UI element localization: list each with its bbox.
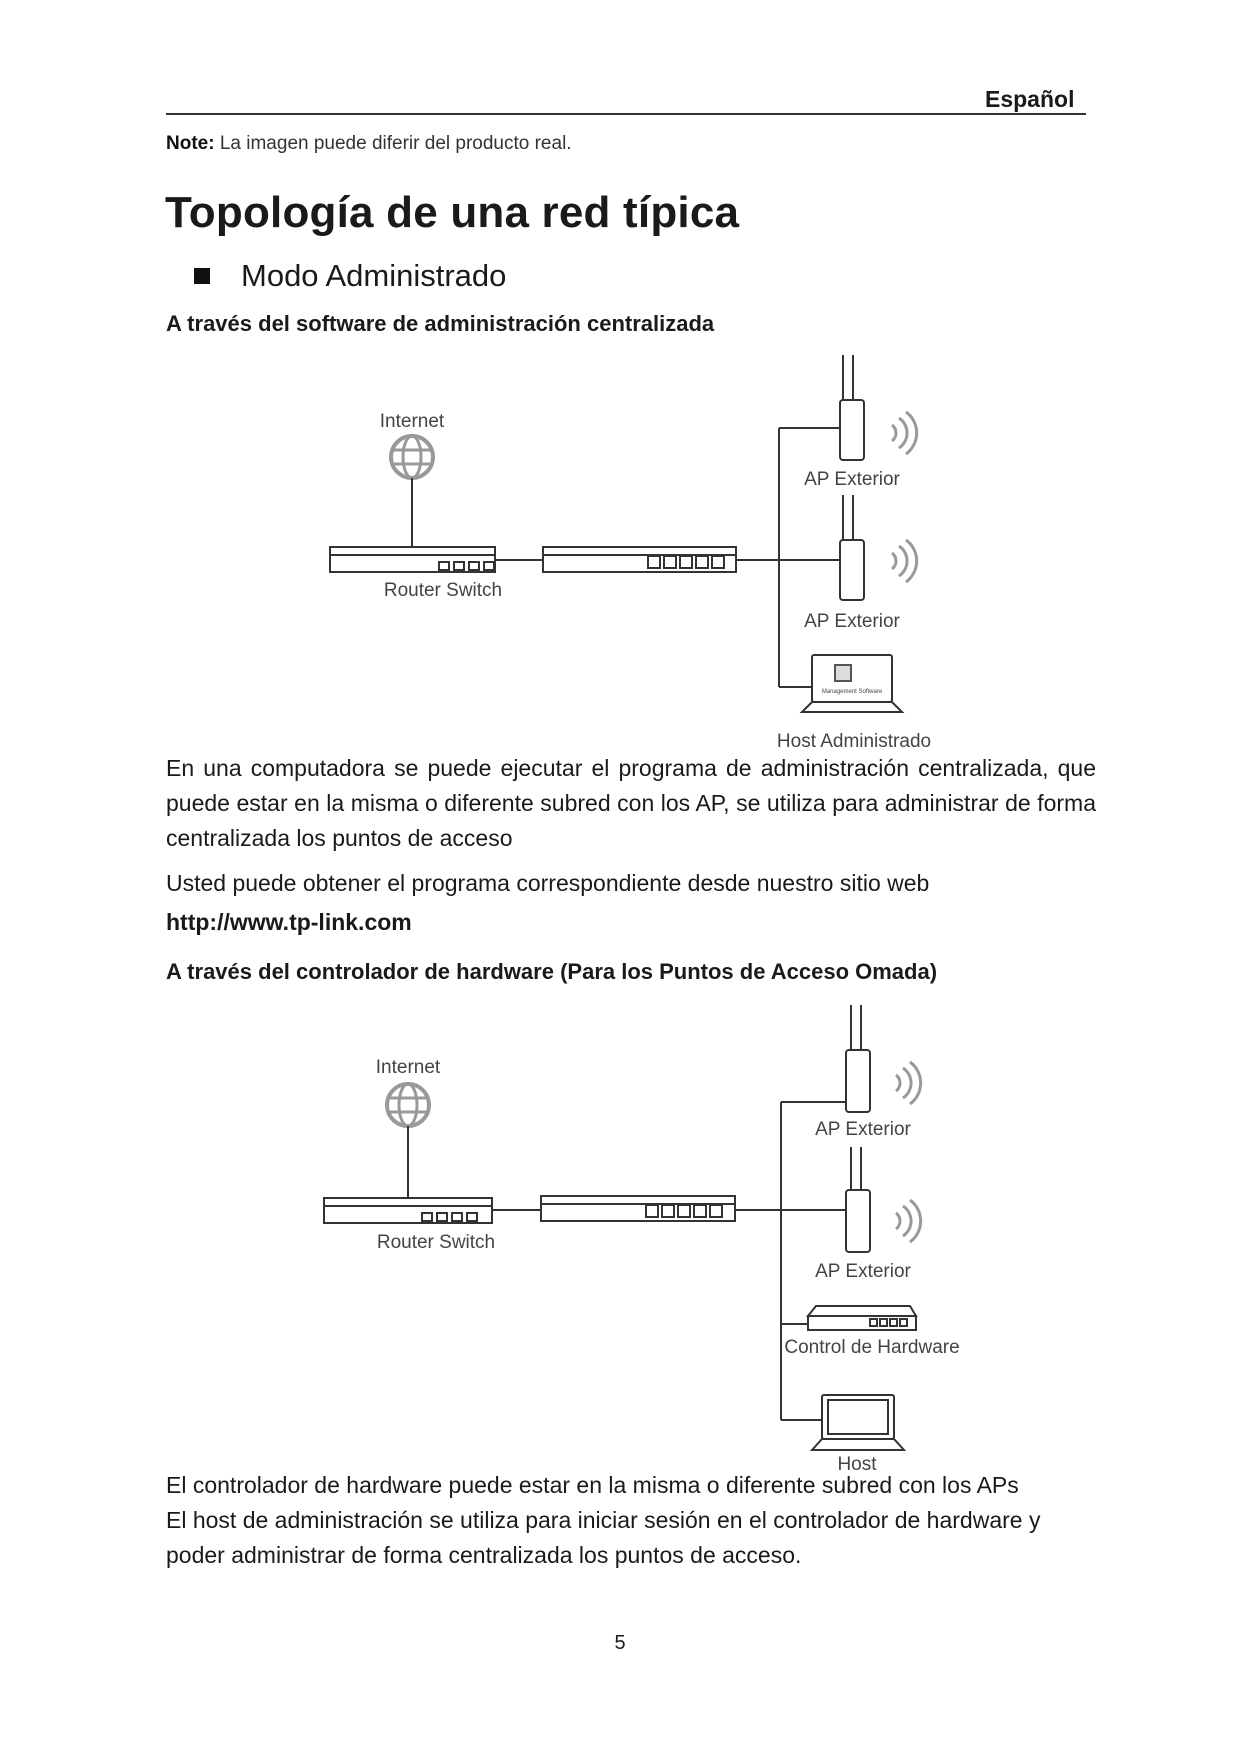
note-text: La imagen puede diferir del producto rea… [219, 133, 572, 154]
topology-diagram-hardware: Internet Router Switch AP Exterior AP Ex… [323, 1005, 960, 1475]
wifi-signal-icon [894, 1060, 923, 1106]
section1-paragraph: En una computadora se puede ejecutar el … [166, 755, 1096, 851]
outdoor-ap-icon [845, 1005, 871, 1113]
internet-globe-icon [385, 1082, 431, 1128]
bullet-square-icon [194, 268, 210, 284]
ap-exterior-label: AP Exterior [815, 1119, 911, 1140]
router-switch-label: Router Switch [377, 1232, 495, 1253]
section1-paragraph-2: Usted puede obtener el programa correspo… [166, 870, 930, 896]
section2-paragraph-2: El host de administración se utiliza par… [166, 1507, 1041, 1568]
website-link[interactable]: http://www.tp-link.com [166, 909, 412, 935]
note: Note: La imagen puede diferir del produc… [166, 133, 572, 155]
header-rule [166, 113, 1086, 115]
section-subtitle: Modo Administrado [241, 258, 507, 293]
page-title: Topología de una red típica [165, 188, 740, 237]
laptop-icon [809, 1394, 907, 1451]
topology-diagram-software: Internet Router Switch AP Exterior AP Ex… [329, 355, 931, 752]
switch-icon [540, 1195, 736, 1222]
router-switch-icon [329, 546, 496, 573]
host-label: Host [837, 1454, 877, 1475]
internet-label: Internet [380, 411, 445, 432]
ap-exterior-label: AP Exterior [804, 469, 900, 490]
laptop-icon [799, 654, 905, 713]
router-switch-icon [323, 1197, 493, 1224]
host-label: Host Administrado [777, 731, 931, 752]
hardware-controller-icon [805, 1305, 918, 1331]
note-label: Note: [166, 133, 215, 154]
page-number: 5 [614, 1632, 626, 1654]
wifi-signal-icon [890, 538, 919, 584]
internet-globe-icon [389, 434, 435, 480]
screen-text: Management Software [822, 689, 883, 695]
section2-heading: A través del controlador de hardware (Pa… [166, 959, 938, 984]
section1-heading: A través del software de administración … [166, 311, 715, 336]
switch-icon [542, 546, 737, 573]
wifi-signal-icon [890, 410, 919, 456]
internet-label: Internet [376, 1057, 441, 1078]
router-switch-label: Router Switch [384, 580, 502, 601]
outdoor-ap-icon [839, 495, 865, 601]
ap-exterior-label: AP Exterior [815, 1261, 911, 1282]
wifi-signal-icon [894, 1198, 923, 1244]
hardware-controller-label: Control de Hardware [784, 1337, 959, 1358]
outdoor-ap-icon [845, 1147, 871, 1253]
ap-exterior-label: AP Exterior [804, 611, 900, 632]
section2-paragraph-1: El controlador de hardware puede estar e… [166, 1472, 1019, 1498]
language-label: Español [985, 86, 1075, 112]
outdoor-ap-icon [839, 355, 865, 461]
